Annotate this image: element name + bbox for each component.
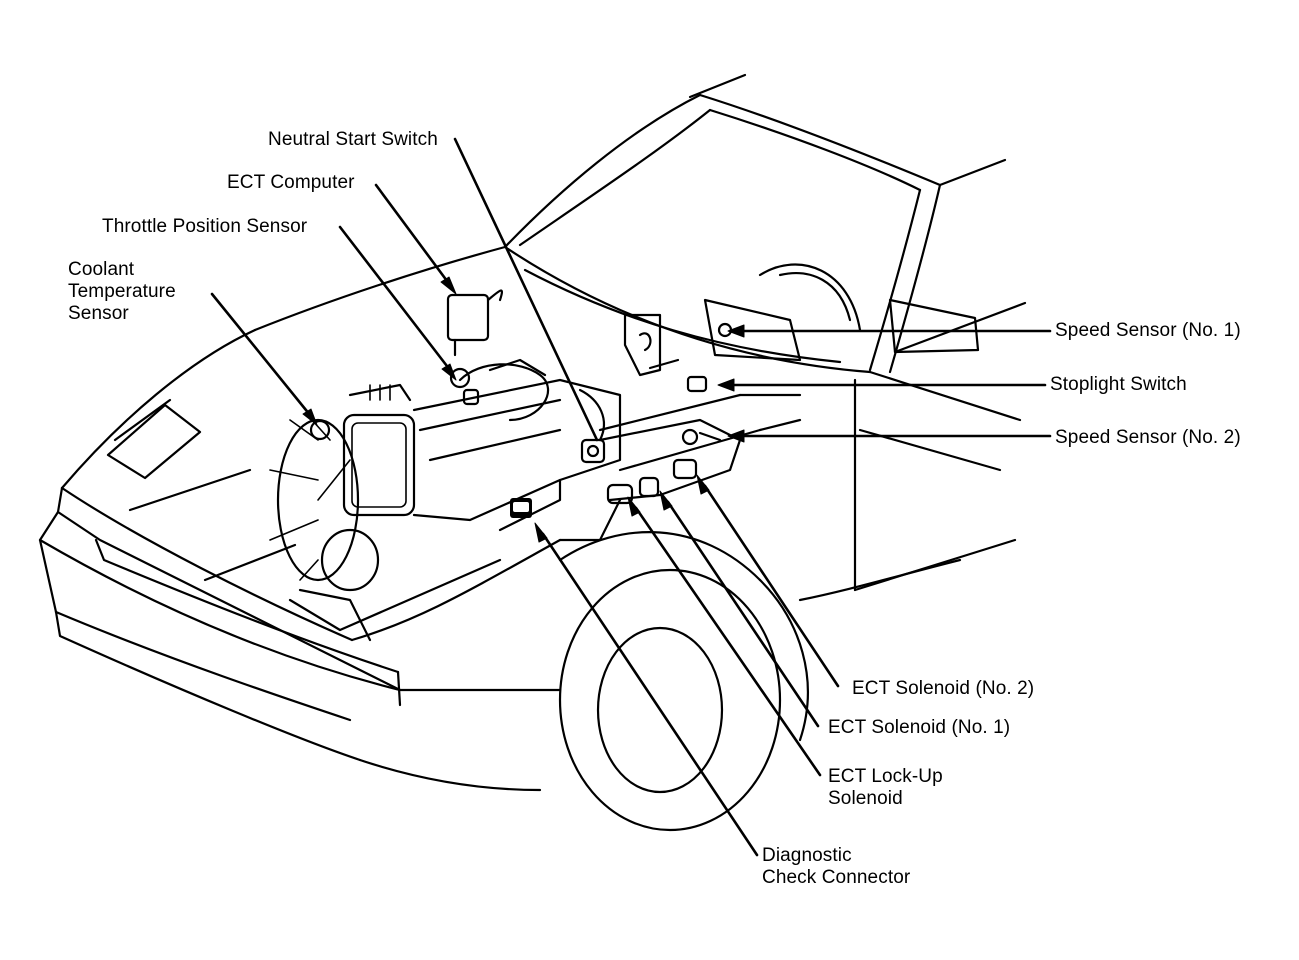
label-coolant-temperature-sensor: Coolant Temperature Sensor [68,259,176,324]
label-ect-lockup-solenoid: ECT Lock-Up Solenoid [828,766,943,809]
leader-lines [210,137,1052,857]
label-ect-solenoid-no2: ECT Solenoid (No. 2) [852,678,1035,699]
leader-ect-solenoid-no1 [666,500,820,728]
label-diagnostic-check-connector: Diagnostic Check Connector [762,845,911,888]
leader-coolant-temperature-sensor [210,292,312,417]
label-speed-sensor-no2: Speed Sensor (No. 2) [1055,427,1241,448]
label-throttle-position-sensor: Throttle Position Sensor [102,216,308,237]
label-speed-sensor-no1: Speed Sensor (No. 1) [1055,320,1241,341]
label-stoplight-switch: Stoplight Switch [1050,374,1187,395]
label-ect-solenoid-no1: ECT Solenoid (No. 1) [828,717,1011,738]
leader-neutral-start-switch [453,137,599,442]
leader-diagnostic-check-connector [541,532,759,857]
label-neutral-start-switch: Neutral Start Switch [268,129,438,150]
leader-ect-computer [374,183,452,287]
car-body [38,73,1027,832]
label-ect-computer: ECT Computer [227,172,355,193]
leader-ect-lockup-solenoid [634,506,822,777]
engine-assembly [269,289,802,642]
leader-ect-solenoid-no2 [703,484,840,688]
leader-throttle-position-sensor [338,225,452,372]
